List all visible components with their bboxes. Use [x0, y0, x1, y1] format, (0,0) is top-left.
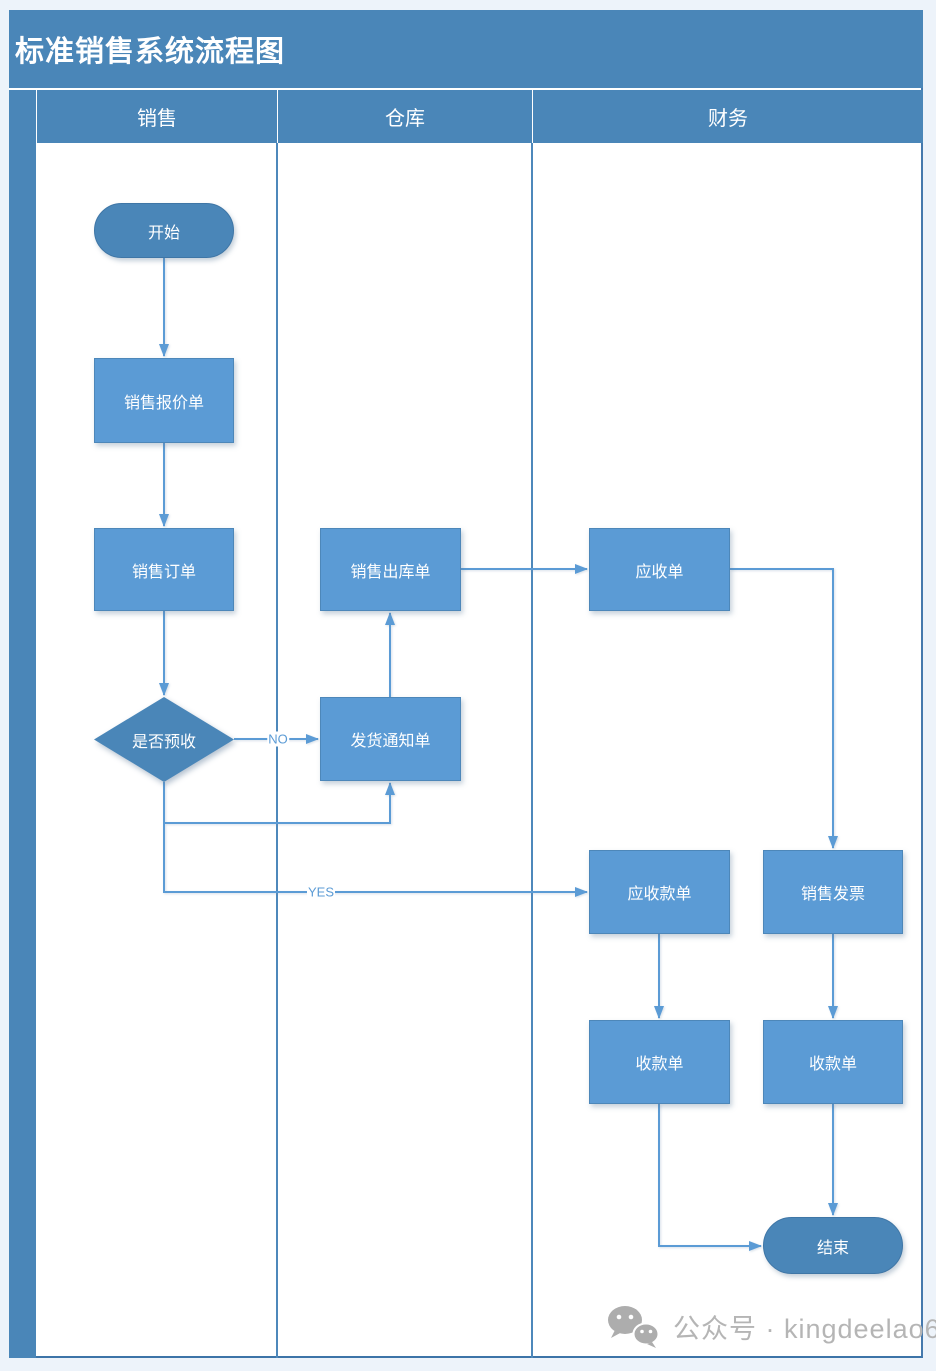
node-sales-order: 销售订单	[94, 528, 234, 611]
node-sales-quote: 销售报价单	[94, 358, 234, 443]
node-decision-prepaid: 是否预收	[94, 697, 234, 782]
edge-label-yes: YES	[306, 884, 336, 900]
lane-divider-sales-warehouse	[276, 143, 278, 1358]
node-receivable: 应收单	[589, 528, 730, 611]
lane-header-finance: 财务	[533, 90, 923, 143]
node-start: 开始	[94, 203, 234, 258]
node-sales-invoice: 销售发票	[763, 850, 903, 934]
node-end: 结束	[763, 1217, 903, 1274]
footer-account-text: 公众号 · kingdeelao6	[673, 1313, 936, 1344]
node-receivable-payment: 应收款单	[589, 850, 730, 934]
lane-header-warehouse: 仓库	[278, 90, 532, 143]
footer-watermark: 公众号 · kingdeelao6	[606, 1300, 936, 1352]
node-sales-outbound: 销售出库单	[320, 528, 461, 611]
lane-divider-warehouse-finance	[531, 143, 533, 1358]
node-decision-prepaid-shape: 是否预收	[94, 697, 234, 782]
lane-header-sales: 销售	[37, 90, 277, 143]
left-lane-strip	[9, 90, 36, 1358]
edge-label-no: NO	[267, 731, 289, 747]
node-delivery-notice: 发货通知单	[320, 697, 461, 781]
wechat-icon	[608, 1306, 660, 1348]
node-receipt-right: 收款单	[763, 1020, 903, 1104]
node-receipt-left: 收款单	[589, 1020, 730, 1104]
diagram-title: 标准销售系统流程图	[9, 10, 923, 88]
